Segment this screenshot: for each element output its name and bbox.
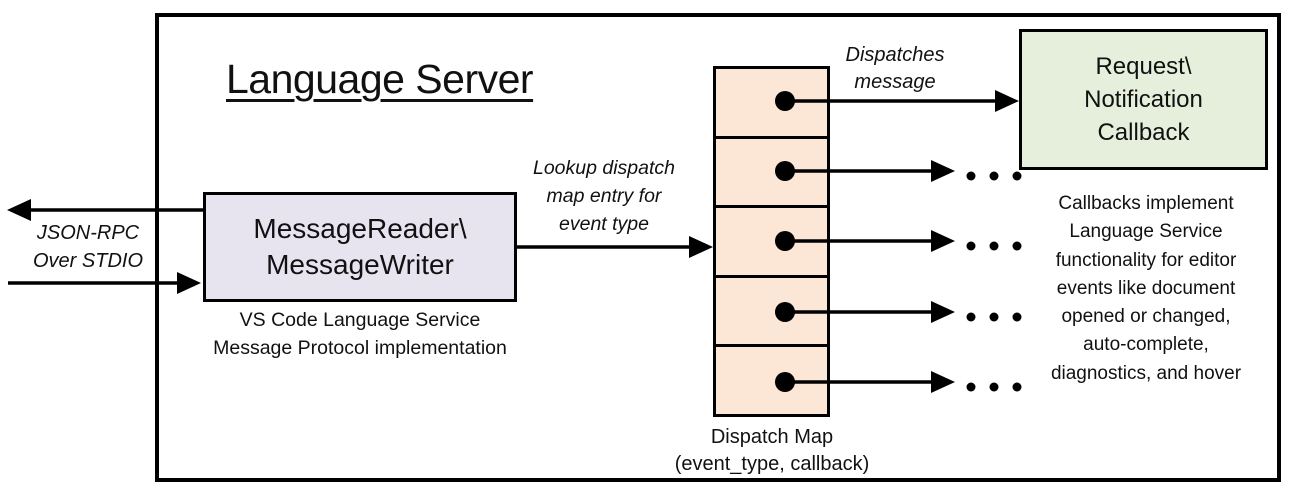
json-rpc-stdio-label: JSON-RPC Over STDIO — [32, 222, 143, 272]
request-notification-callback-box: Request\ Notification Callback — [1019, 29, 1268, 170]
message-readerwriter-box: MessageReader\ MessageWriter — [203, 192, 517, 302]
dispatch-map-cell-1 — [716, 69, 827, 139]
message-box-caption: VS Code Language Service Message Protoco… — [213, 309, 507, 359]
dispatch-map — [713, 66, 830, 417]
language-server-box — [155, 13, 1281, 482]
dispatch-map-cell-3 — [716, 208, 827, 278]
diagram-title: Language Server — [226, 56, 534, 102]
json-rpc-out-arrowhead-icon — [7, 199, 31, 221]
callbacks-description: Callbacks implement Language Service fun… — [1050, 193, 1242, 384]
dispatches-message-label: Dispatches message — [845, 44, 945, 93]
dispatch-map-caption: Dispatch Map (event_type, callback) — [674, 426, 870, 475]
lookup-dispatch-label: Lookup dispatch map entry for event type — [532, 157, 676, 235]
dispatch-map-cell-5 — [716, 347, 827, 414]
dispatch-map-cell-2 — [716, 139, 827, 209]
dispatch-map-cell-4 — [716, 278, 827, 348]
